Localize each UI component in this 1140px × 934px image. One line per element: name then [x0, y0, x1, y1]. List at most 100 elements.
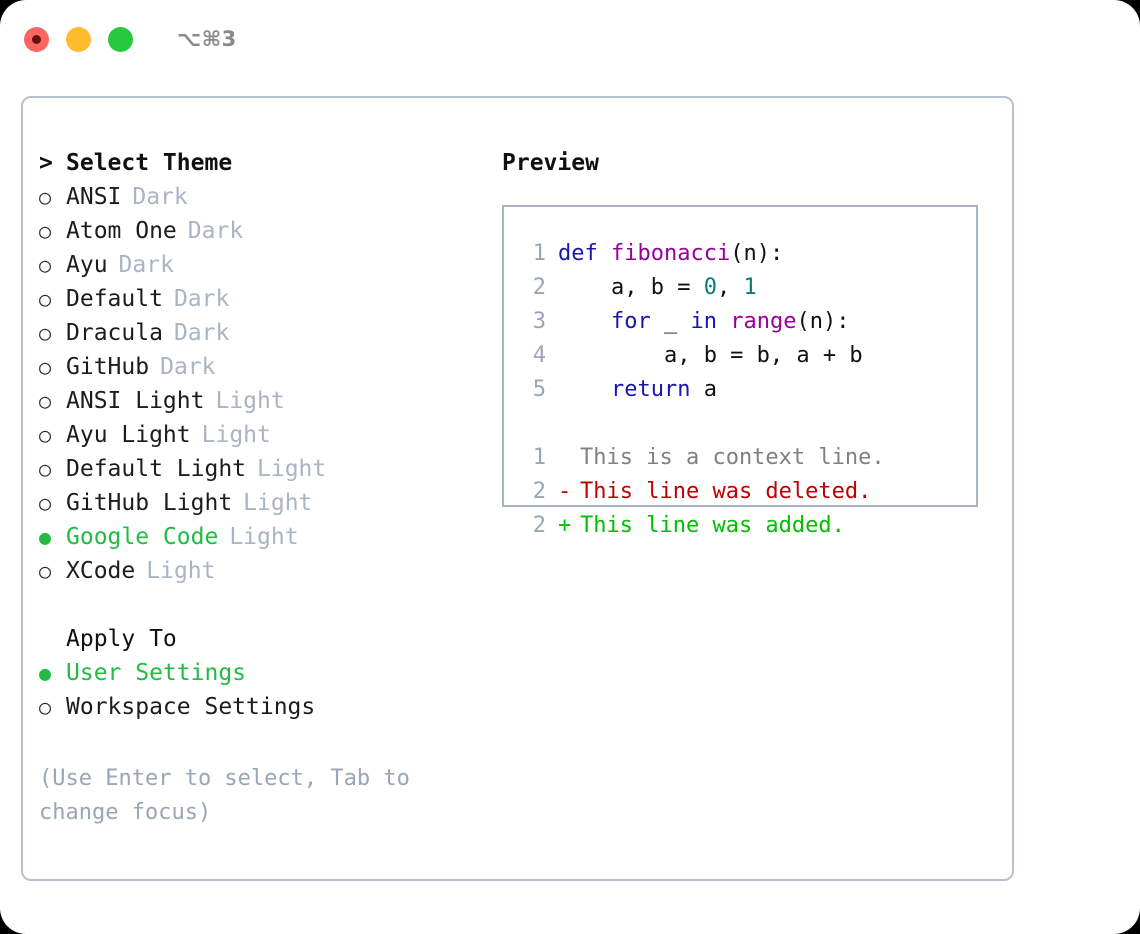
code-token: fibonacci: [610, 241, 731, 266]
theme-variant-tag: Light: [215, 388, 285, 414]
radio-unselected-icon: ○: [39, 321, 52, 345]
diff-line: 1 This is a context line.: [518, 441, 976, 475]
theme-name: XCode: [66, 558, 136, 584]
list-spacer: [39, 588, 479, 622]
radio-unselected-icon: ○: [39, 389, 52, 413]
code-token: a, b =: [558, 275, 704, 300]
radio-unselected-icon: ○: [39, 355, 52, 379]
radio-unselected-icon: ○: [39, 695, 52, 719]
radio-unselected-icon: ○: [39, 219, 52, 243]
theme-name: Google Code: [66, 524, 219, 550]
code-token: return: [610, 377, 691, 402]
diff-marker: +: [558, 513, 572, 538]
diff-marker: [558, 441, 580, 475]
diff-text: This line was added.: [580, 513, 845, 538]
apply-to-heading: Apply To: [39, 622, 479, 656]
theme-variant-tag: Light: [229, 524, 299, 550]
code-diff-spacer: [518, 407, 976, 441]
code-token: (n):: [730, 241, 784, 266]
diff-text: This is a context line.: [580, 445, 885, 470]
theme-name: GitHub: [66, 354, 150, 380]
theme-list-item[interactable]: ○ ANSI Light Light: [39, 384, 479, 418]
radio-unselected-icon: ○: [39, 559, 52, 583]
theme-variant-tag: Light: [146, 558, 216, 584]
diff-text: This line was deleted.: [580, 479, 872, 504]
maximize-button-icon[interactable]: [108, 26, 133, 52]
apply-to-option[interactable]: ○ Workspace Settings: [39, 690, 479, 724]
theme-variant-tag: Dark: [118, 252, 174, 278]
code-line: 2 a, b = 0, 1: [518, 271, 976, 305]
theme-variant-tag: Dark: [187, 218, 244, 244]
theme-list-item[interactable]: ○ XCode Light: [39, 554, 479, 588]
code-text: for _ in range(n):: [558, 305, 849, 339]
line-number: 2: [532, 513, 546, 538]
code-text: def fibonacci(n):: [558, 237, 783, 271]
theme-list-item[interactable]: ○ Default Dark: [39, 282, 479, 316]
radio-unselected-icon: ○: [39, 287, 52, 311]
theme-name: ANSI Light: [66, 388, 205, 414]
code-token: [558, 377, 611, 402]
radio-unselected-icon: ○: [39, 423, 52, 447]
page-title: Select Theme: [66, 150, 233, 176]
window-controls: [24, 26, 133, 52]
code-token: (n):: [796, 309, 850, 334]
code-line: 4 a, b = b, a + b: [518, 339, 976, 373]
theme-variant-tag: Dark: [173, 320, 230, 346]
code-line: 3 for _ in range(n):: [518, 305, 976, 339]
apply-to-options: ● User Settings ○ Workspace Settings: [39, 656, 479, 724]
apply-to-option-label: User Settings: [66, 660, 247, 686]
code-token: range: [730, 309, 797, 334]
theme-variant-tag: Dark: [173, 286, 230, 312]
theme-picker-heading: > Select Theme: [39, 146, 479, 180]
code-token: a: [690, 377, 717, 402]
line-number: 3: [532, 309, 546, 334]
minimize-button-icon[interactable]: [66, 26, 91, 52]
apply-to-option[interactable]: ● User Settings: [39, 656, 479, 690]
line-number: 1: [532, 445, 546, 470]
code-token: 0: [703, 275, 717, 300]
theme-variant-tag: Light: [243, 490, 313, 516]
code-token: [558, 309, 611, 334]
line-number: 5: [532, 377, 546, 402]
theme-name: Default: [66, 286, 163, 312]
title-bar: ⌥⌘3: [0, 0, 1140, 78]
theme-variant-tag: Light: [201, 422, 271, 448]
preview-title: Preview: [502, 150, 599, 176]
code-token: ,: [716, 275, 744, 300]
code-token: in: [690, 309, 717, 334]
code-token: [717, 309, 730, 334]
radio-selected-icon: ●: [39, 661, 52, 685]
close-button-icon[interactable]: [24, 26, 49, 52]
radio-unselected-icon: ○: [39, 253, 52, 277]
diff-line: 2 + This line was added.: [518, 509, 976, 543]
prompt-caret-icon: >: [39, 150, 53, 176]
theme-name: Atom One: [66, 218, 177, 244]
diff-marker: -: [558, 479, 572, 504]
theme-name: GitHub Light: [66, 490, 233, 516]
theme-list-item[interactable]: ○ Atom One Dark: [39, 214, 479, 248]
diff-line: 2-This line was deleted.: [518, 475, 976, 509]
apply-to-option-label: Workspace Settings: [66, 694, 316, 720]
theme-name: Default Light: [66, 456, 247, 482]
line-number: 2: [532, 275, 546, 300]
code-token: def: [558, 241, 611, 266]
diff-block: 1 This is a context line.2-This line was…: [518, 441, 976, 543]
recording-indicator-icon: [32, 34, 41, 44]
theme-variant-tag: Dark: [132, 184, 188, 210]
theme-name: ANSI: [66, 184, 122, 210]
hint-text: (Use Enter to select, Tab to change focu…: [39, 766, 424, 825]
